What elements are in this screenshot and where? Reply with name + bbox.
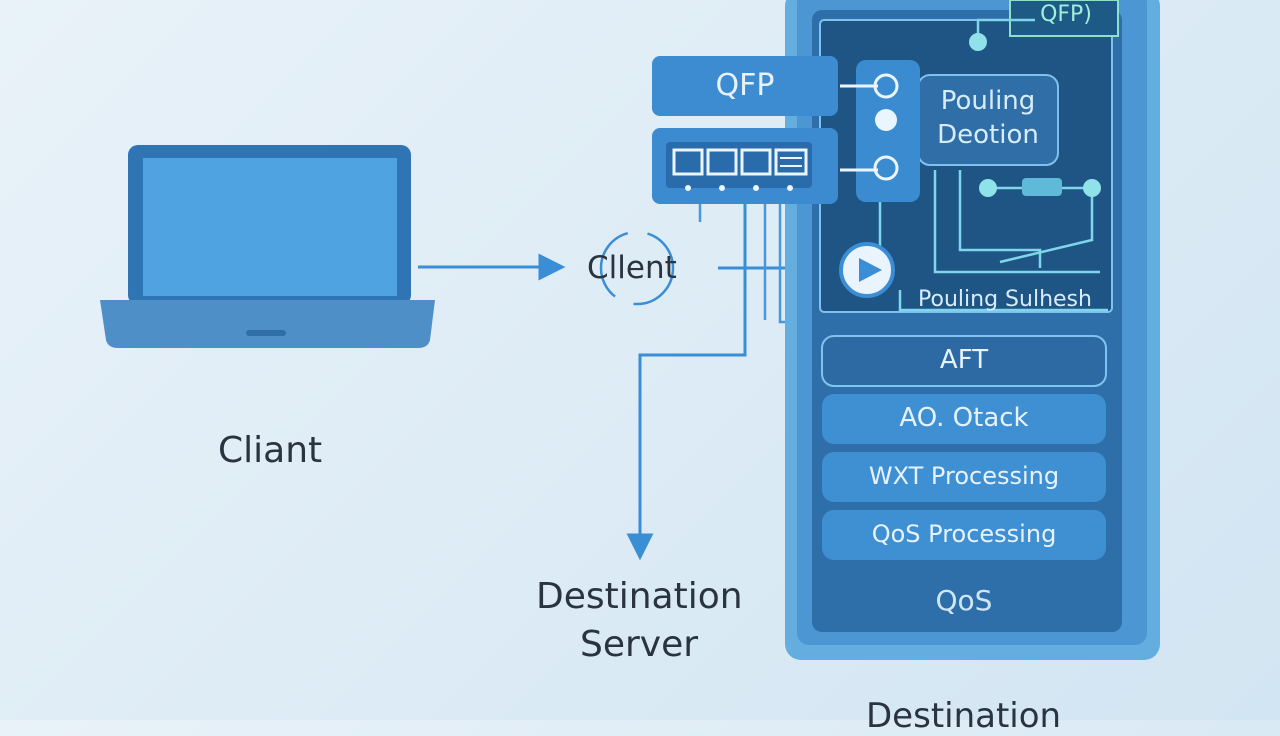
stack-label-wxt: WXT Processing <box>868 462 1060 490</box>
destination-server-label-line2: Server <box>580 624 699 665</box>
play-icon <box>839 242 895 298</box>
destination-server-label-line1: Destination <box>536 576 743 617</box>
stack-label-aft: AFT <box>939 345 989 375</box>
stack-label-qos-processing: QoS Processing <box>871 520 1057 548</box>
stack-item-1 <box>821 335 1107 387</box>
client-label: Cliant <box>218 430 323 471</box>
routing-decision-line2: Deotion <box>937 120 1039 150</box>
stack-item-2 <box>822 394 1106 444</box>
routing-switch-label: Pouling Sulhesh <box>918 287 1092 312</box>
stack-item-3 <box>822 452 1106 502</box>
stack-item-4 <box>822 510 1106 560</box>
arrow-to-destination <box>626 200 747 561</box>
routing-decision-line1: Pouling <box>940 86 1036 116</box>
network-diagram <box>100 0 1160 660</box>
destination-bottom-label: Destination <box>866 696 1062 736</box>
client-ring <box>599 230 675 306</box>
laptop-icon <box>100 145 435 348</box>
client-mid-label: Cllent <box>587 250 677 286</box>
qfp-box <box>652 56 838 116</box>
device-bottom-label: QoS <box>935 584 993 617</box>
stack-label-ao-otack: AO. Otack <box>899 403 1029 433</box>
qfp-box-label: QFP <box>715 68 775 103</box>
top-tab-label: QFP) <box>1040 2 1092 27</box>
circuit-node <box>979 179 997 197</box>
connector-pillar <box>840 60 920 202</box>
processing-stack <box>821 335 1107 560</box>
circuit-node <box>969 33 987 51</box>
network-switch-icon <box>652 128 838 204</box>
circuit-node <box>1083 179 1101 197</box>
circuit-pad <box>1022 178 1062 196</box>
